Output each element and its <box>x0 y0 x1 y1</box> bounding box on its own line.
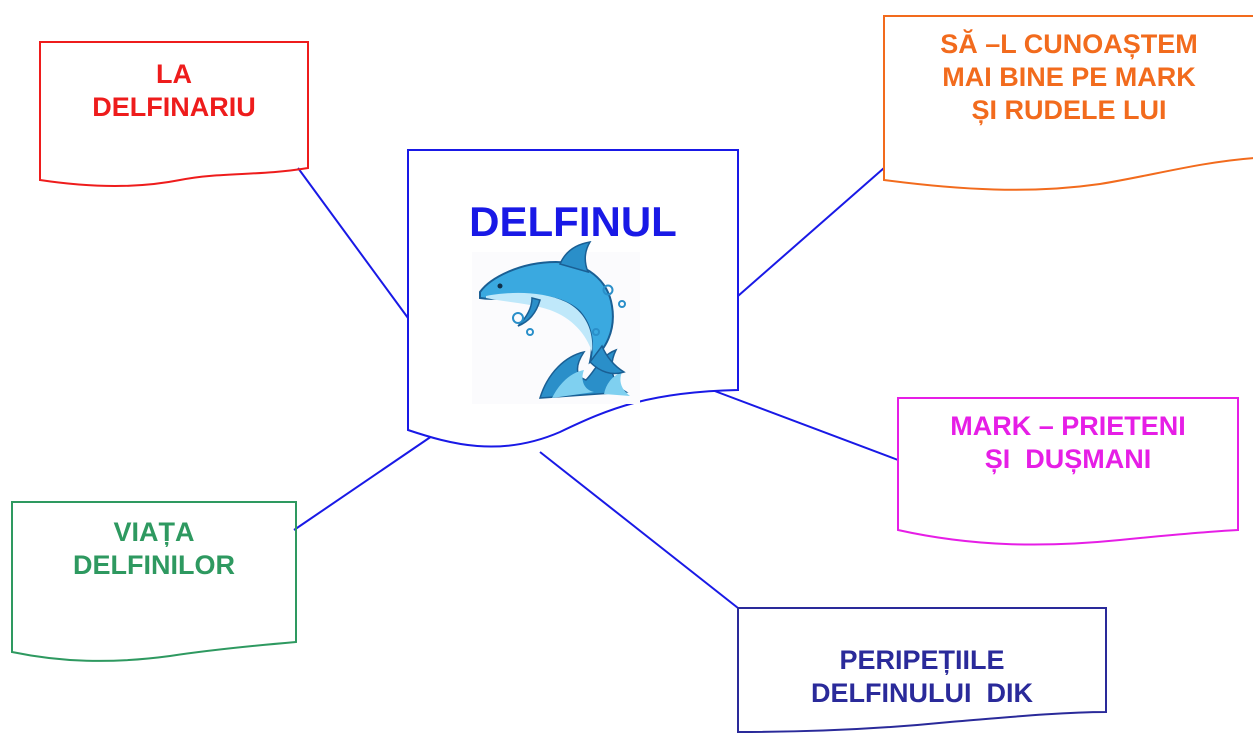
topic-label-line: LA <box>156 59 192 89</box>
connector-viata <box>293 435 433 531</box>
topic-box-delfinariu <box>39 41 309 188</box>
topic-box-viata <box>11 501 297 662</box>
topic-label-line: PERIPEȚIILE <box>839 645 1005 675</box>
topic-label-cunoastem: SĂ –L CUNOAȘTEM MAI BINE PE MARK ȘI RUDE… <box>884 28 1253 127</box>
topic-label-line: DELFINILOR <box>73 549 235 580</box>
connector-cunoastem <box>737 167 885 297</box>
topic-label-peripetii: PERIPEȚIILE DELFINULUI DIK <box>738 644 1106 710</box>
topic-label-prieteni: MARK – PRIETENI ȘI DUȘMANI <box>898 410 1238 476</box>
dolphin-icon <box>472 240 640 404</box>
topic-label-delfinariu: LA DELFINARIU <box>40 58 308 124</box>
topic-label-viata: VIAȚA DELFINILOR <box>12 516 296 582</box>
topic-box-prieteni <box>897 397 1239 546</box>
topic-label-line: MARK – PRIETENI <box>950 411 1186 441</box>
topic-label-line: SĂ –L CUNOAȘTEM <box>940 29 1198 59</box>
topic-box-peripetii <box>737 607 1107 733</box>
topic-label-line: DELFINULUI DIK <box>811 677 1033 708</box>
topic-label-line: VIAȚA <box>113 517 195 547</box>
topic-label-line: ȘI RUDELE LUI <box>971 94 1167 125</box>
connector-prieteni <box>711 389 899 461</box>
center-title: DELFINUL <box>469 198 677 245</box>
topic-box-cunoastem <box>883 15 1253 191</box>
topic-label-line: MAI BINE PE MARK <box>942 61 1196 92</box>
topic-label-line: DELFINARIU <box>92 91 256 122</box>
connector-delfinariu <box>297 167 409 319</box>
topic-label-line: ȘI DUȘMANI <box>984 443 1152 474</box>
connector-peripetii <box>539 451 739 609</box>
